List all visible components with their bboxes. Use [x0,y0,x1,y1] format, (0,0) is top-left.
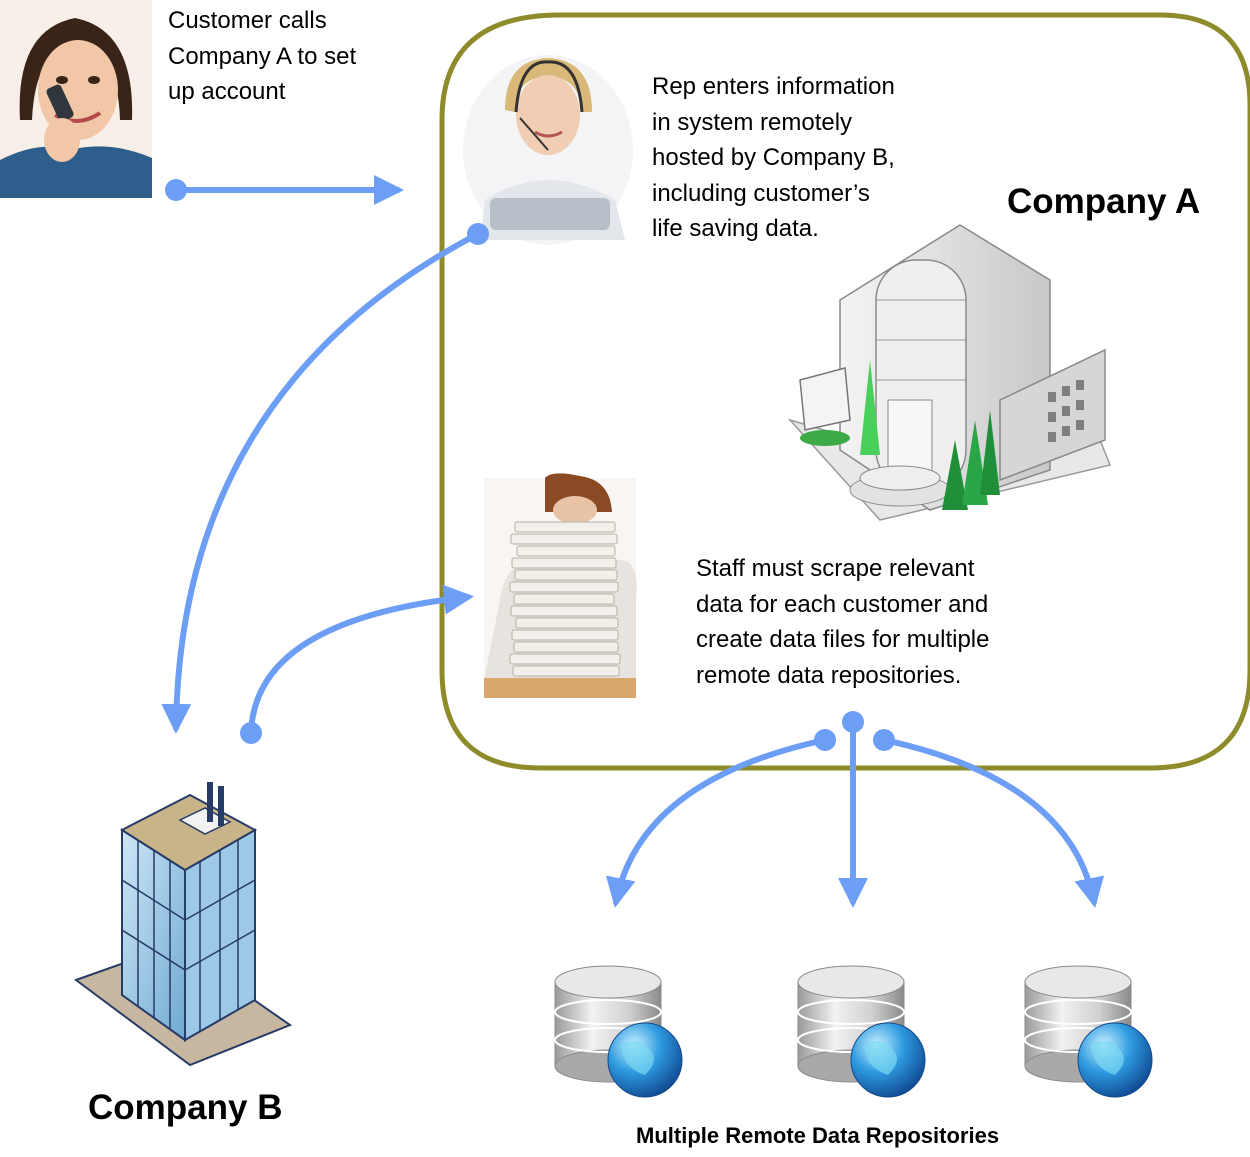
rep-headset-illustration [463,55,633,245]
customer-call-note: Customer calls Company A to set up accou… [168,7,357,105]
company-a-label: Company A [1007,182,1201,221]
repositories-label: Multiple Remote Data Repositories [636,1123,1000,1148]
customer-phone-illustration [0,0,152,198]
connector-dot [842,711,864,733]
arrow-company-b-to-staff [248,584,474,736]
repository-db-icon-1 [554,965,683,1098]
arrow-to-repository-3 [881,737,1105,908]
company-a-container [439,12,1250,771]
connector-dot [873,729,895,751]
connector-dot [240,722,262,744]
repository-db-icon-3 [1024,965,1153,1098]
connector-dot [467,223,489,245]
company-b-tower-illustration [73,782,293,1067]
connector-dot [165,179,187,201]
connector-dot [814,729,836,751]
arrow-rep-to-company-b [161,231,481,734]
staff-paper-stack-illustration [484,473,637,698]
arrow-to-repository-1 [605,737,828,908]
company-a-building-illustration [787,224,1112,521]
repository-db-icon-2 [797,965,926,1098]
company-b-label: Company B [88,1088,283,1127]
staff-scrape-note: Staff must scrape relevant data for each… [696,555,990,689]
rep-entry-note: Rep enters information in system remotel… [652,73,895,242]
